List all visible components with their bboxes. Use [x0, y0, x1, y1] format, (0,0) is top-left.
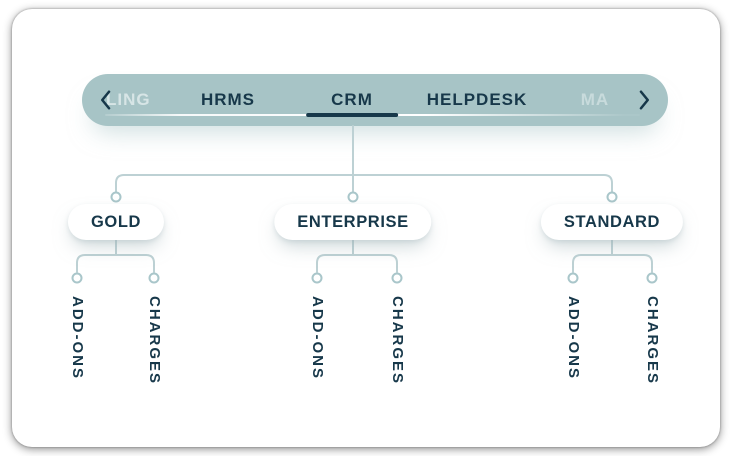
product-tab-bar: LING HRMS CRM HELPDESK MA — [82, 74, 668, 126]
tab-ling-partial[interactable]: LING — [106, 90, 151, 109]
leaf-label-gold-addons: ADD-ONS — [69, 296, 86, 380]
leaf-label-standard-charges: CHARGES — [644, 296, 661, 386]
chevron-left-icon[interactable] — [94, 86, 118, 114]
tab-hrms[interactable]: HRMS — [200, 90, 256, 109]
tab-crm-label: CRM — [331, 90, 373, 109]
leaf-label-enterprise-charges: CHARGES — [389, 296, 406, 386]
leaf-label-standard-addons: ADD-ONS — [565, 296, 582, 380]
active-tab-indicator — [306, 113, 398, 117]
leaf-label-gold-charges: CHARGES — [146, 296, 163, 386]
leaf-label-enterprise-addons: ADD-ONS — [309, 296, 326, 380]
plan-node-gold[interactable]: GOLD — [67, 204, 165, 240]
chevron-right-icon[interactable] — [632, 86, 656, 114]
tab-ma-partial[interactable]: MA — [580, 90, 610, 109]
plan-node-standard[interactable]: STANDARD — [540, 204, 684, 240]
plan-node-enterprise[interactable]: ENTERPRISE — [274, 204, 432, 240]
tab-crm[interactable]: CRM — [306, 74, 398, 126]
tab-helpdesk[interactable]: HELPDESK — [426, 90, 528, 109]
